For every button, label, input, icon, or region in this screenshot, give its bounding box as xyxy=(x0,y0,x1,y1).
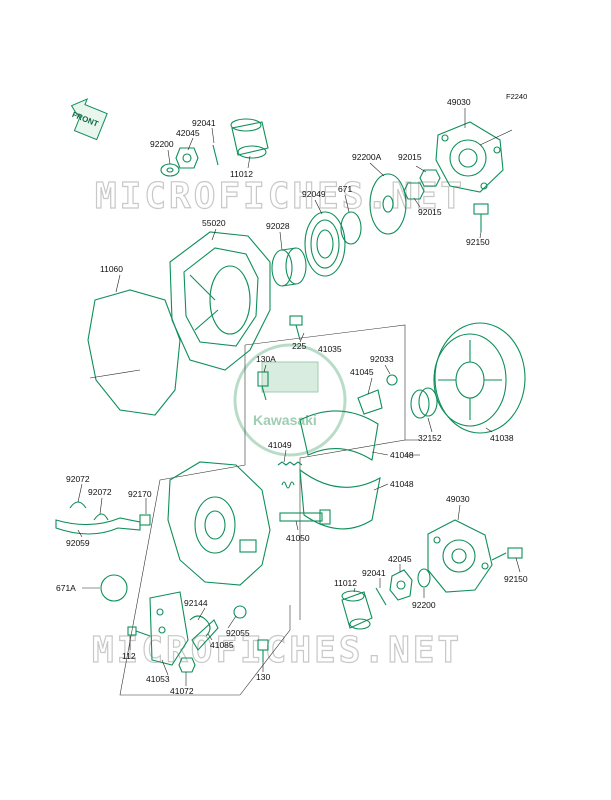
part-11012-upper xyxy=(230,118,269,159)
label-92200-upper: 92200 xyxy=(150,139,174,149)
label-41035: 41035 xyxy=(318,344,342,354)
part-55020 xyxy=(169,231,271,371)
label-42045-upper: 42045 xyxy=(176,128,200,138)
assembly-frame xyxy=(119,324,420,696)
part-42045-upper xyxy=(175,147,199,169)
part-92150-upper xyxy=(473,203,489,232)
leader-lines xyxy=(77,108,521,686)
part-92028 xyxy=(271,247,307,287)
label-41048-b: 41048 xyxy=(390,479,414,489)
label-92150-upper: 92150 xyxy=(466,237,490,247)
part-41053 xyxy=(149,591,189,666)
part-112 xyxy=(127,626,151,637)
label-130: 130 xyxy=(256,672,270,682)
part-labels: 92041 42045 92200 11012 49030 92200A 920… xyxy=(56,97,528,696)
brake-panel xyxy=(167,461,271,586)
label-11012-lower: 11012 xyxy=(334,578,357,588)
part-41085 xyxy=(191,619,219,651)
label-92015-a: 92015 xyxy=(398,152,422,162)
part-92055 xyxy=(233,605,247,619)
label-41053: 41053 xyxy=(146,674,170,684)
logo-text: Kawasaki xyxy=(253,412,317,428)
part-92072-a xyxy=(69,501,87,509)
label-92059: 92059 xyxy=(66,538,90,548)
label-92144: 92144 xyxy=(184,598,208,608)
kawasaki-logo: Kawasaki xyxy=(233,343,347,457)
part-225 xyxy=(289,315,303,341)
label-42045-lower: 42045 xyxy=(388,554,412,564)
part-92015-a xyxy=(419,169,441,187)
label-130A: 130A xyxy=(256,354,276,364)
part-92049 xyxy=(304,211,346,277)
label-92150-lower: 92150 xyxy=(504,574,528,584)
label-225: 225 xyxy=(292,341,306,351)
part-49030-lower xyxy=(427,519,493,593)
part-671 xyxy=(340,211,362,245)
part-41049 xyxy=(277,461,303,466)
part-41048-lower-shoe xyxy=(299,468,381,530)
part-41045 xyxy=(357,389,383,415)
part-92200A xyxy=(369,173,407,235)
part-92041-upper xyxy=(212,144,219,166)
part-92144 xyxy=(189,615,211,637)
label-11060: 11060 xyxy=(100,264,123,274)
label-92041-lower: 92041 xyxy=(362,568,386,578)
part-92059 xyxy=(55,517,141,535)
label-92200-lower: 92200 xyxy=(412,600,436,610)
watermark-text: MICROFICHES.NET xyxy=(92,630,462,671)
part-11012-lower xyxy=(341,590,373,630)
label-32152: 32152 xyxy=(418,433,442,443)
label-41048-a: 41048 xyxy=(390,450,414,460)
part-41048-upper-shoe xyxy=(299,410,379,461)
part-49030-upper xyxy=(435,121,504,193)
part-41050 xyxy=(279,509,331,525)
part-11060 xyxy=(87,289,181,416)
part-92200-lower xyxy=(417,568,431,588)
part-32152 xyxy=(410,387,438,419)
part-92150-lower xyxy=(491,547,523,561)
label-41072: 41072 xyxy=(170,686,194,696)
label-671A: 671A xyxy=(56,583,76,593)
label-92072-b: 92072 xyxy=(88,487,112,497)
part-42045-lower xyxy=(389,569,413,601)
part-92170 xyxy=(139,514,151,526)
label-92072-a: 92072 xyxy=(66,474,90,484)
label-112: 112 xyxy=(122,651,136,661)
label-92033: 92033 xyxy=(370,354,394,364)
label-41045: 41045 xyxy=(350,367,374,377)
watermark-text: MICROFICHES.NET xyxy=(95,176,465,217)
part-92072-b xyxy=(93,513,109,521)
label-11012-upper: 11012 xyxy=(230,169,253,179)
label-92055: 92055 xyxy=(226,628,250,638)
label-92170: 92170 xyxy=(128,489,152,499)
label-92200A: 92200A xyxy=(352,152,382,162)
label-49030-upper: 49030 xyxy=(447,97,471,107)
part-41072 xyxy=(178,657,196,673)
label-92049: 92049 xyxy=(302,189,326,199)
part-41038 xyxy=(433,322,526,434)
part-92200-upper xyxy=(160,163,180,177)
part-130A xyxy=(257,371,269,401)
label-41038: 41038 xyxy=(490,433,514,443)
label-55020: 55020 xyxy=(202,218,226,228)
front-arrow-icon: FRONT xyxy=(71,98,108,141)
label-41085: 41085 xyxy=(210,640,234,650)
label-41050: 41050 xyxy=(286,533,310,543)
label-49030-lower: 49030 xyxy=(446,494,470,504)
part-130 xyxy=(257,639,269,662)
label-92028: 92028 xyxy=(266,221,290,231)
part-671A xyxy=(100,574,128,602)
part-92033 xyxy=(386,374,398,386)
label-92041-upper: 92041 xyxy=(192,118,216,128)
reference-code: F2240 xyxy=(506,92,527,101)
label-671: 671 xyxy=(338,184,352,194)
part-92041-lower xyxy=(375,587,387,606)
label-92015-b: 92015 xyxy=(418,207,442,217)
label-41049: 41049 xyxy=(268,440,292,450)
